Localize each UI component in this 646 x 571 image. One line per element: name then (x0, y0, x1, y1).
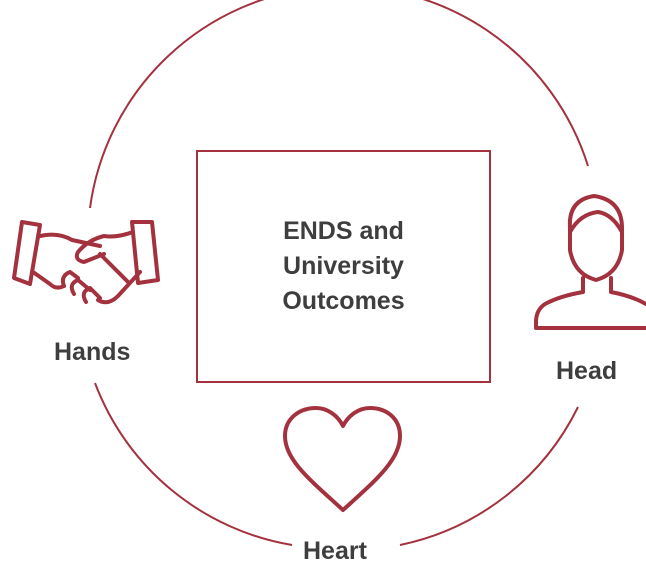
heart-label: Heart (303, 537, 367, 565)
hands-label: Hands (54, 338, 131, 366)
person-head-icon (534, 194, 646, 330)
cycle-arc-bottom-left (94, 382, 293, 546)
center-title-line: ENDS and (283, 217, 404, 245)
heart-icon (283, 406, 402, 512)
center-title-line: University (283, 252, 404, 280)
cycle-arc-top (89, 0, 589, 209)
head-label: Head (556, 357, 618, 385)
handshake-icon (12, 220, 160, 305)
cycle-arc-bottom-right (399, 406, 579, 546)
center-box: ENDS and University Outcomes (196, 150, 491, 383)
center-title-line: Outcomes (282, 287, 405, 315)
center-title: ENDS and University Outcomes (234, 214, 454, 319)
